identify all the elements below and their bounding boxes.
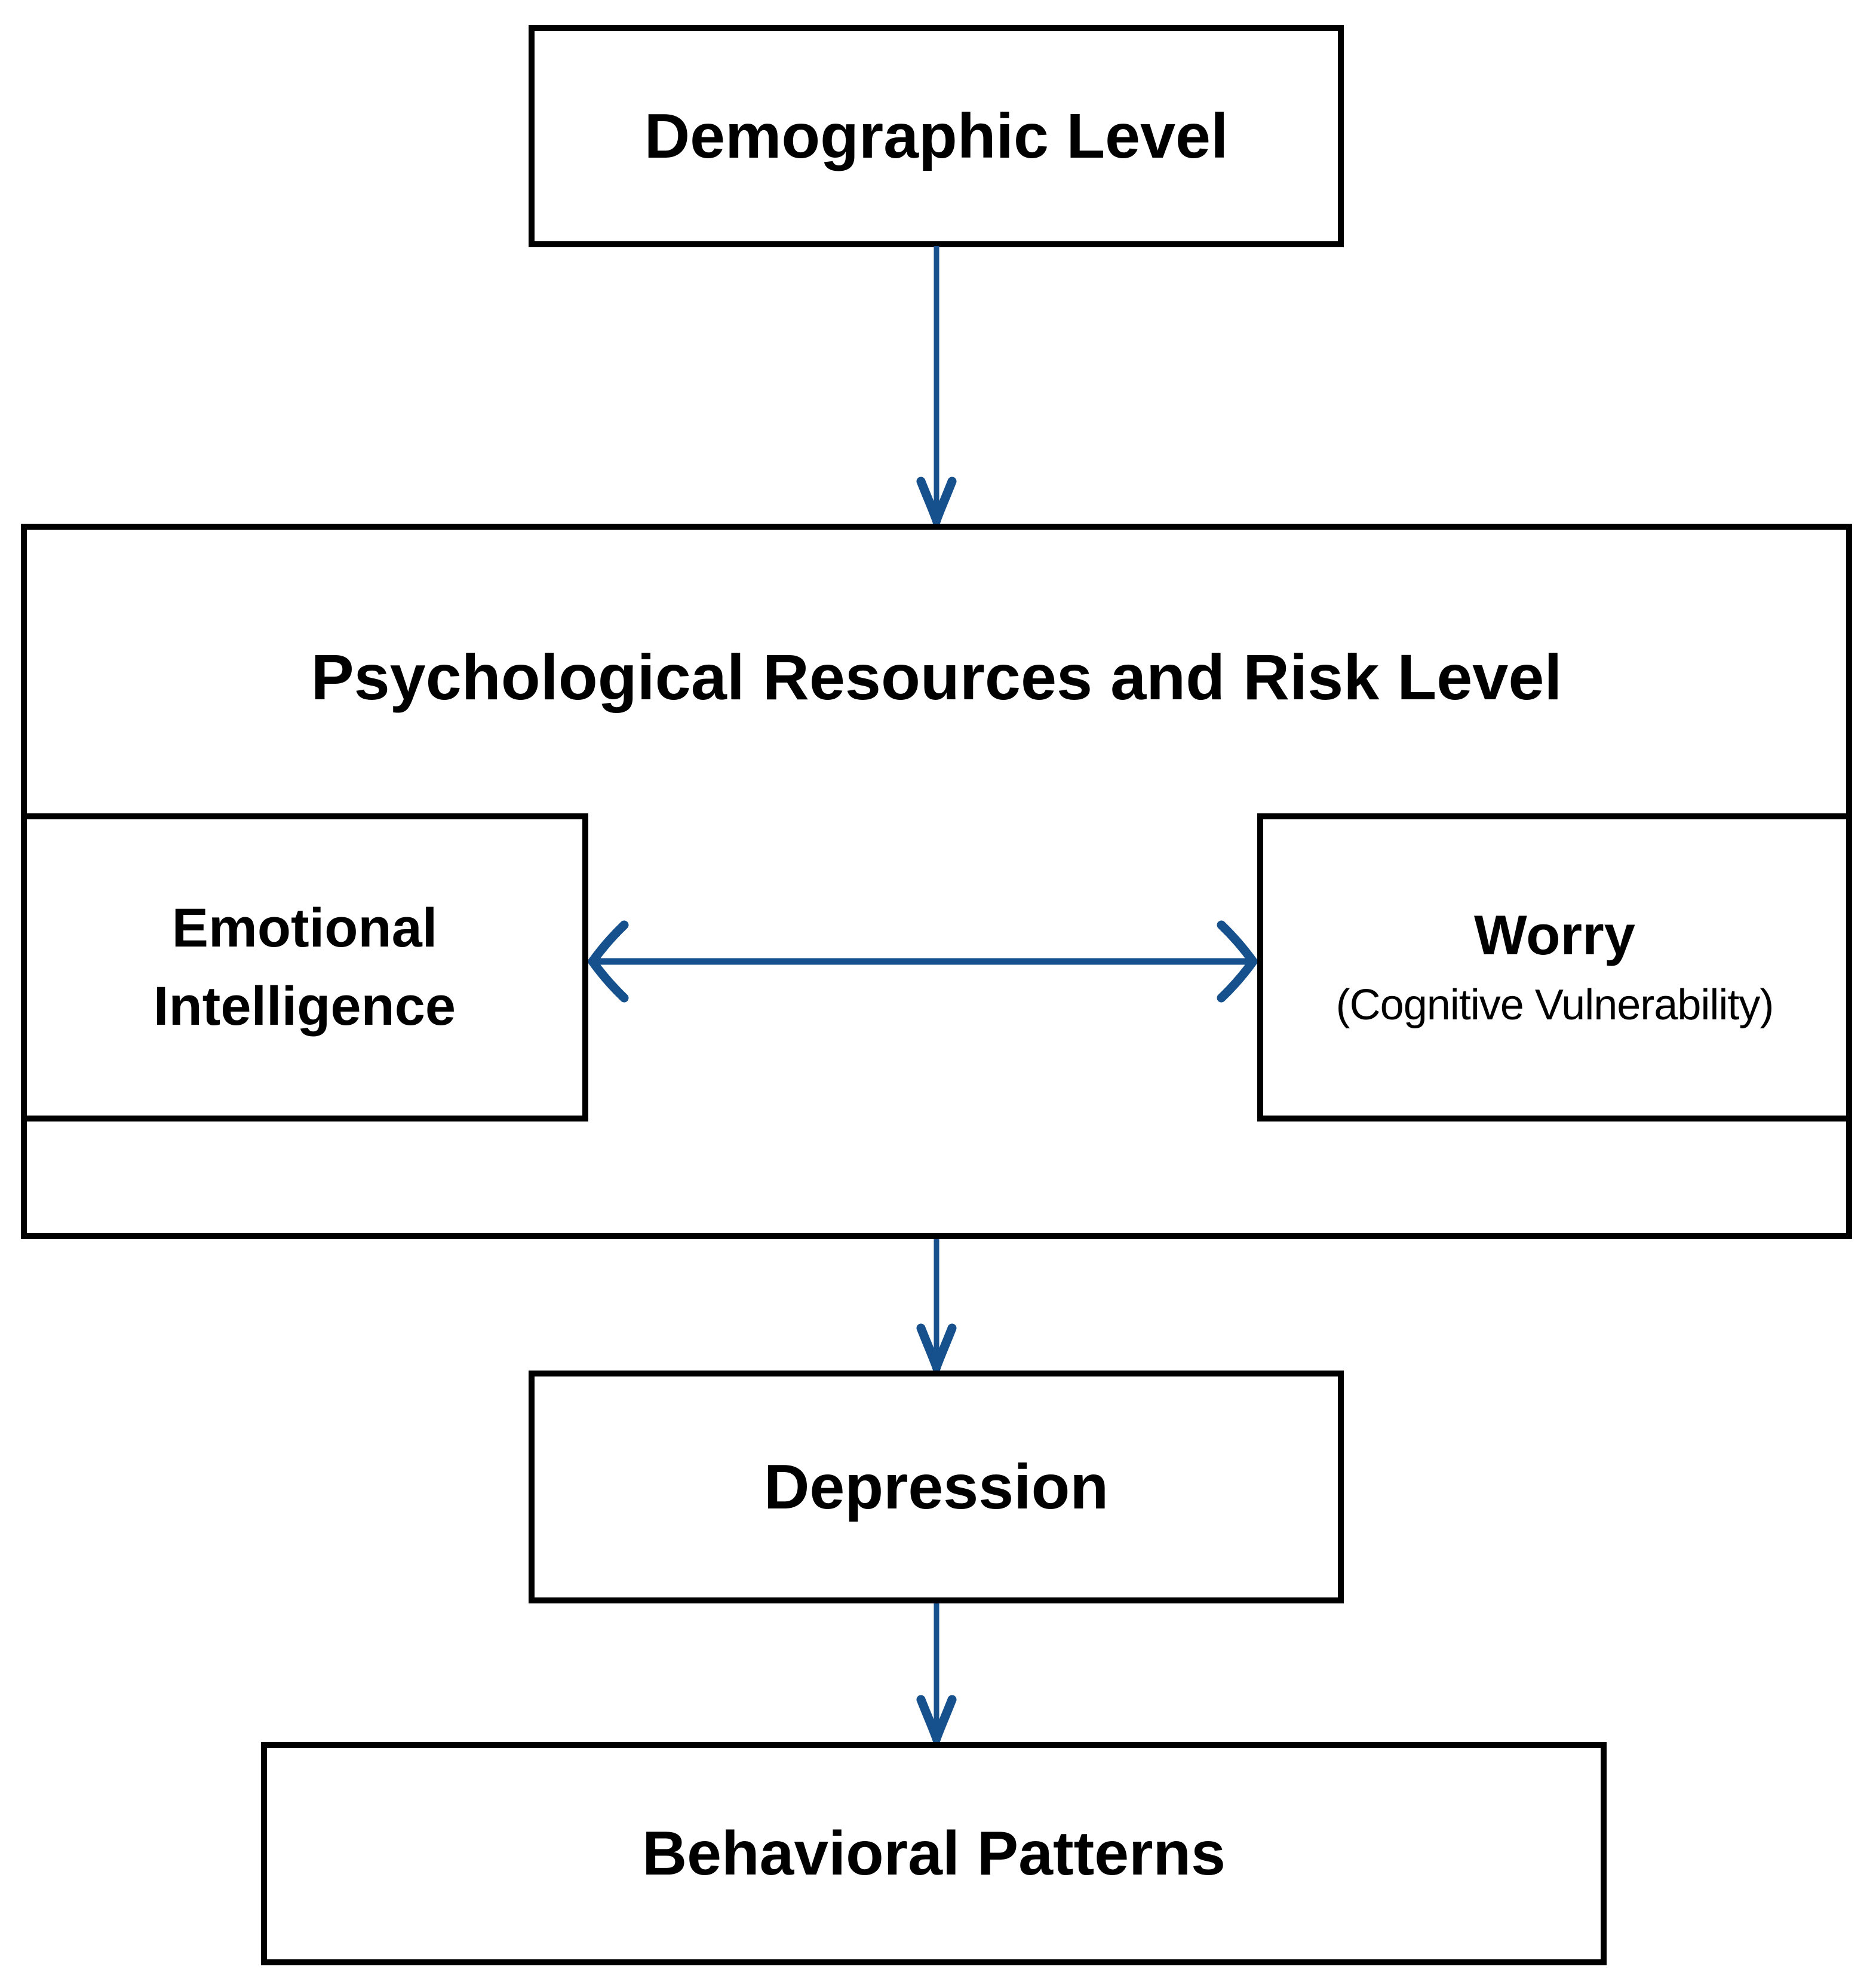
arrowhead-down <box>916 477 957 524</box>
worry-label: Worry <box>1474 903 1635 966</box>
node-demographic-level: Demographic Level <box>529 25 1344 247</box>
down-arrow-icon <box>916 1239 957 1371</box>
emotional-intelligence-label: Emotional Intelligence <box>153 898 456 1037</box>
arrowhead-down <box>916 1695 957 1743</box>
arrowhead-down <box>916 1323 957 1371</box>
node-behavioral-patterns: Behavioral Patterns <box>261 1742 1607 1965</box>
worry-sublabel: (Cognitive Vulnerability) <box>1335 981 1774 1029</box>
behavioral-patterns-label: Behavioral Patterns <box>642 1819 1226 1888</box>
demographic-level-label: Demographic Level <box>644 100 1229 171</box>
node-emotional-intelligence: Emotional Intelligence <box>21 813 588 1121</box>
down-arrow-icon <box>916 246 957 524</box>
arrow-psychological-to-depression <box>895 1239 978 1371</box>
arrow-demographic-to-psychological <box>895 246 978 524</box>
node-worry: Worry (Cognitive Vulnerability) <box>1257 813 1852 1121</box>
down-arrow-icon <box>916 1603 957 1743</box>
node-depression: Depression <box>529 1371 1344 1603</box>
arrow-depression-to-behavioral <box>895 1603 978 1743</box>
psychological-resources-title: Psychological Resources and Risk Level <box>311 641 1562 713</box>
depression-label: Depression <box>763 1451 1109 1522</box>
